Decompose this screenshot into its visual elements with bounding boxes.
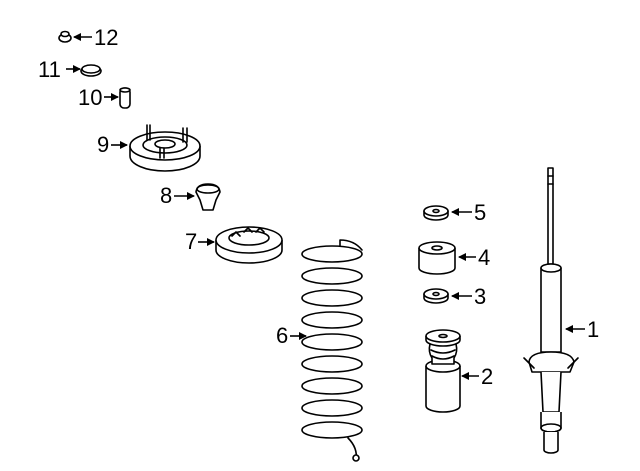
nut-part: [58, 30, 72, 43]
cap-part: [119, 87, 131, 109]
callout-2: 2: [461, 364, 493, 389]
callout-11: 11: [38, 57, 81, 82]
callout-4-label: 4: [478, 245, 490, 270]
callout-11-label: 11: [38, 57, 61, 82]
washer-part: [80, 64, 102, 77]
strut-assembly-part: [523, 167, 579, 454]
callout-3-label: 3: [474, 284, 486, 309]
callout-3: 3: [451, 284, 486, 309]
callout-2-label: 2: [481, 364, 493, 389]
callout-5-label: 5: [474, 200, 486, 225]
callout-10-label: 10: [78, 85, 102, 110]
callout-1: 1: [565, 317, 599, 342]
dust-boot-part: [425, 329, 461, 413]
callout-10: 10: [78, 85, 119, 110]
callout-8: 8: [160, 183, 195, 208]
upper-washer-part: [423, 205, 449, 221]
callout-9: 9: [97, 132, 128, 157]
bushing-part: [195, 183, 221, 211]
callout-9-label: 9: [97, 132, 109, 157]
callout-1-label: 1: [587, 317, 599, 342]
upper-mount-part: [129, 124, 201, 172]
callout-6: 6: [276, 323, 307, 348]
spring-seat-part: [215, 226, 283, 264]
coil-spring-part: [301, 239, 363, 462]
callout-5: 5: [451, 200, 486, 225]
callout-7: 7: [185, 229, 215, 254]
callout-7-label: 7: [185, 229, 197, 254]
bump-stop-part: [418, 241, 456, 275]
lower-washer-part: [423, 288, 449, 304]
callout-12-label: 12: [94, 25, 118, 50]
callout-4: 4: [458, 245, 490, 270]
callout-8-label: 8: [160, 183, 172, 208]
callout-12: 12: [73, 25, 118, 50]
callout-6-label: 6: [276, 323, 288, 348]
